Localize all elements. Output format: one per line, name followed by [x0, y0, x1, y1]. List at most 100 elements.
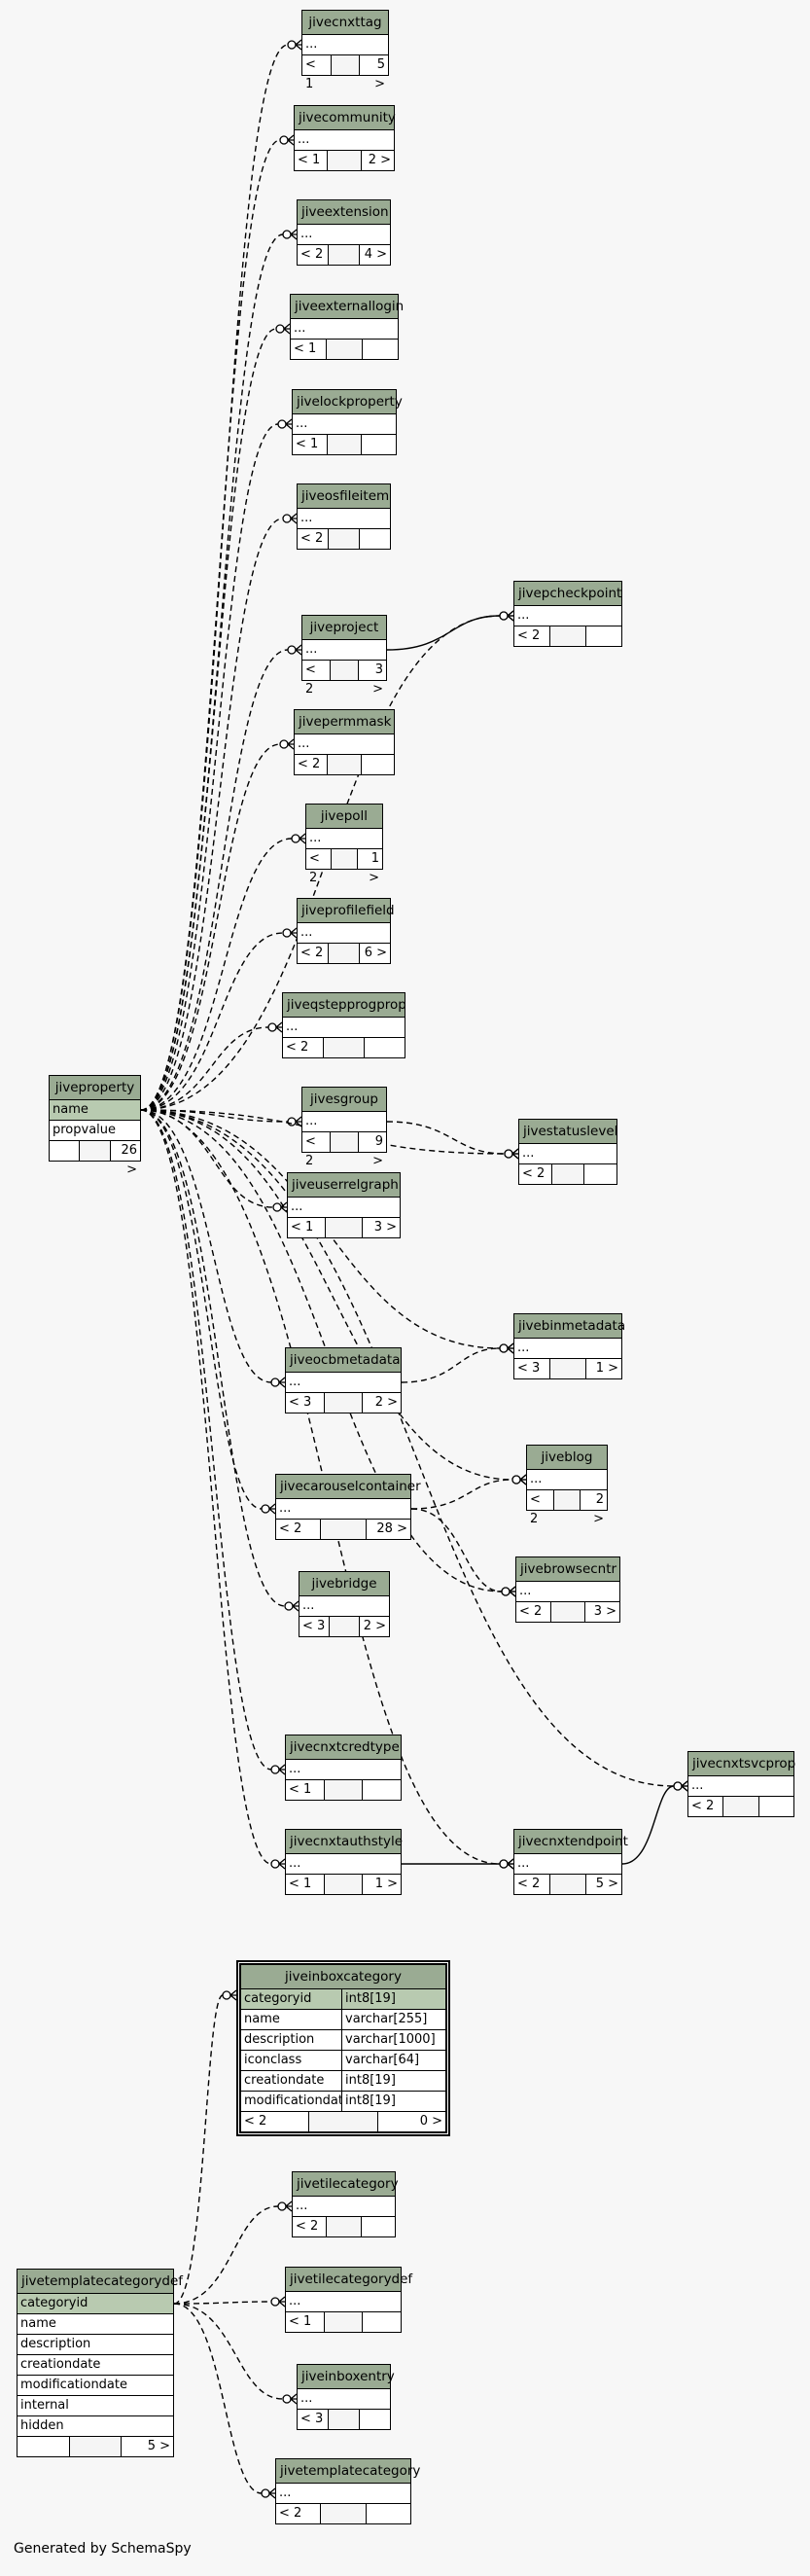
- table-header[interactable]: jiveprofilefield: [298, 899, 395, 923]
- cardinality-marker: [275, 324, 285, 334]
- table-header[interactable]: jivecnxtendpoint: [514, 1830, 628, 1854]
- table-header[interactable]: jiveuserrelgraph: [288, 1173, 400, 1198]
- footer-spacer: [330, 1617, 360, 1636]
- table-footer: < 2: [514, 626, 621, 646]
- table-jivecnxtcredtype[interactable]: jivecnxtcredtype...< 1: [285, 1735, 402, 1801]
- table-jivelockproperty[interactable]: jivelockproperty...< 1: [292, 389, 403, 455]
- table-header[interactable]: jiveinboxentry: [298, 2365, 395, 2389]
- table-footer: < 1: [286, 1780, 401, 1800]
- table-header[interactable]: jivepoll: [306, 805, 382, 829]
- children-count: 6 >: [364, 946, 387, 960]
- table-header[interactable]: jivelockproperty: [293, 390, 403, 414]
- table-header[interactable]: jivecnxtsvcprop: [688, 1752, 795, 1776]
- table-jiveqstepprogprop[interactable]: jiveqstepprogprop...< 2: [282, 992, 406, 1058]
- table-jiveexternallogin[interactable]: jiveexternallogin... < 1: [290, 294, 404, 360]
- table-jivecnxtsvcprop[interactable]: jivecnxtsvcprop...< 2: [687, 1751, 795, 1817]
- table-header[interactable]: jiveblog: [527, 1446, 607, 1470]
- table-header[interactable]: jiveexternallogin: [291, 295, 404, 319]
- relationship-jivetemplatecategorydef-jivetilecategory: [173, 2205, 279, 2305]
- table-jiveinboxentry[interactable]: jiveinboxentry...< 3: [297, 2364, 395, 2430]
- relationship-jivetemplatecategorydef-jiveinboxcategory: [173, 1994, 224, 2305]
- column-row: ...: [293, 2197, 395, 2217]
- relationship-jiveproperty-jiveocbmetadata: [140, 1109, 272, 1383]
- children-count: 2 >: [368, 153, 391, 167]
- cardinality-marker: [222, 1990, 231, 2000]
- table-header[interactable]: jivestatuslevel: [519, 1120, 617, 1144]
- table-header[interactable]: jivecnxtcredtype: [286, 1735, 401, 1760]
- relationship-jiveproject-jivepcheckpoint: [386, 615, 501, 651]
- table-header[interactable]: jivecarouselcontainer: [276, 1475, 421, 1499]
- table-header[interactable]: jiveinboxcategory: [241, 1965, 445, 1989]
- table-header[interactable]: jivecommunity: [295, 106, 396, 130]
- table-jivepcheckpoint[interactable]: jivepcheckpoint...< 2: [513, 581, 622, 647]
- table-header[interactable]: jivebinmetadata: [514, 1314, 625, 1339]
- column-name: ...: [294, 321, 306, 336]
- table-jivetilecategorydef[interactable]: jivetilecategorydef...< 1: [285, 2267, 412, 2333]
- cardinality-marker: [501, 1587, 511, 1596]
- table-jivetilecategory[interactable]: jivetilecategory...< 2: [292, 2171, 399, 2237]
- relationship-jiveproperty-jiveqstepprogprop: [140, 1026, 269, 1111]
- cardinality-marker: [673, 1781, 683, 1791]
- table-jivepermmask[interactable]: jivepermmask...< 2: [294, 709, 395, 775]
- table-header[interactable]: jivecnxttag: [302, 11, 388, 35]
- footer-spacer: [550, 1875, 586, 1894]
- table-header[interactable]: jiveqstepprogprop: [283, 993, 406, 1018]
- table-header[interactable]: jivecnxtauthstyle: [286, 1830, 403, 1854]
- table-footer: < 2: [519, 1164, 616, 1184]
- table-header[interactable]: jiveproject: [302, 616, 386, 640]
- column-name: description: [244, 2032, 315, 2047]
- children-count: [759, 1797, 793, 1816]
- cardinality-marker: [287, 645, 297, 655]
- table-jiveosfileitem[interactable]: jiveosfileitem...< 2: [297, 483, 391, 550]
- table-header[interactable]: jivetemplatecategorydef: [18, 2270, 183, 2294]
- column-name: ...: [279, 2486, 292, 2500]
- footer-spacer: [324, 1393, 364, 1413]
- children-count: [362, 755, 394, 774]
- column-name: ...: [517, 1341, 530, 1355]
- table-header[interactable]: jivepcheckpoint: [514, 582, 621, 606]
- table-header[interactable]: jivetilecategorydef: [286, 2268, 412, 2292]
- table-header[interactable]: jivesgroup: [302, 1088, 386, 1112]
- table-jivetemplatecategory[interactable]: jivetemplatecategory...< 2: [275, 2458, 420, 2524]
- cardinality-marker: [272, 1202, 282, 1212]
- table-header[interactable]: jivebrowsecntr: [516, 1557, 619, 1582]
- footer-spacer: [550, 626, 586, 646]
- table-header[interactable]: jivepermmask: [295, 710, 394, 734]
- table-footer: < 1: [291, 340, 398, 359]
- column-row: ...: [293, 414, 396, 435]
- parents-count: [18, 2437, 70, 2456]
- table-header[interactable]: jiveextension: [298, 200, 390, 225]
- table-jivestatuslevel[interactable]: jivestatuslevel...< 2: [518, 1119, 617, 1185]
- table-header[interactable]: jiveocbmetadata: [286, 1348, 401, 1373]
- table-header[interactable]: jiveproperty: [50, 1076, 140, 1100]
- table-header[interactable]: jivebridge: [299, 1572, 389, 1596]
- table-header[interactable]: jivetemplatecategory: [276, 2459, 420, 2484]
- table-header[interactable]: jivetilecategory: [293, 2172, 399, 2197]
- table-header[interactable]: jiveosfileitem: [298, 484, 390, 509]
- parents-count: < 2: [306, 849, 333, 885]
- footer-spacer: [69, 2437, 123, 2456]
